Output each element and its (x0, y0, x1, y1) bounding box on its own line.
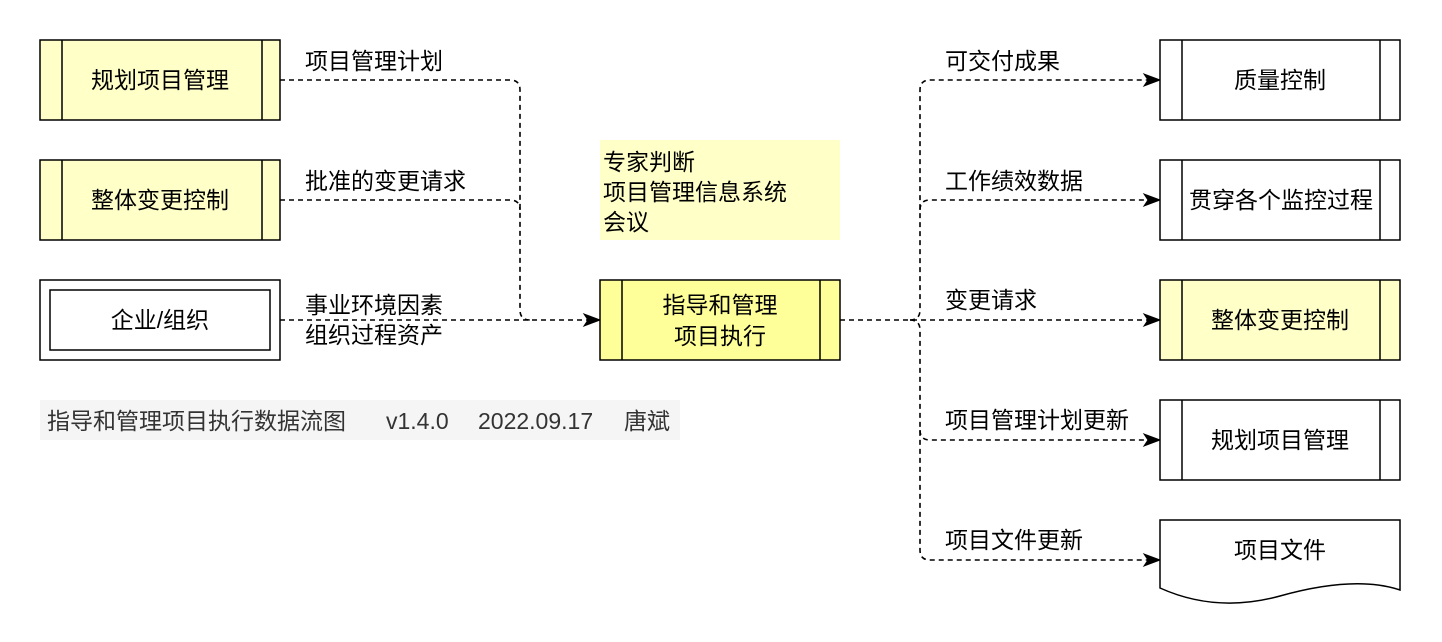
caption-version: v1.4.0 (386, 408, 449, 434)
flow-line-process-to-monitoring (919, 199, 1148, 211)
process-box (599, 279, 841, 361)
node-label: 整体变更控制 (91, 187, 229, 213)
node-label: 整体变更控制 (1211, 307, 1349, 333)
process-box (1159, 279, 1401, 361)
arrowhead-monitoring (1142, 192, 1162, 208)
document-shape (1159, 519, 1401, 604)
node-label: 贯穿各个监控过程 (1189, 187, 1373, 213)
tools-note-background (600, 140, 840, 240)
flow-line-integrated-change-to-process (280, 199, 521, 211)
flow-label-deliverables: 可交付成果 (945, 48, 1060, 74)
tool-item: 专家判断 (603, 149, 695, 175)
tool-item: 会议 (603, 209, 649, 235)
input-node-plan-management: 规划项目管理 (39, 39, 281, 121)
arrowhead-integrated-change (1142, 312, 1162, 328)
process-box (1159, 159, 1401, 241)
input-connectors (280, 79, 602, 328)
node-label: 规划项目管理 (1211, 427, 1349, 453)
arrowhead-quality-control (1142, 72, 1162, 88)
caption-date: 2022.09.17 (478, 408, 593, 434)
output-node-integrated-change-control: 整体变更控制 (1159, 279, 1401, 361)
process-label-line-2: 项目执行 (674, 323, 766, 349)
node-label: 质量控制 (1234, 67, 1326, 93)
output-node-quality-control: 质量控制 (1159, 39, 1401, 121)
process-box (1159, 399, 1401, 481)
caption-background (40, 400, 680, 440)
process-label-line-1: 指导和管理 (663, 292, 778, 318)
output-node-monitoring-processes: 贯穿各个监控过程 (1159, 159, 1401, 241)
diagram-caption: 指导和管理项目执行数据流图 v1.4.0 2022.09.17 唐斌 (40, 400, 680, 440)
flow-label-work-performance-data: 工作绩效数据 (945, 168, 1083, 194)
node-label: 企业/组织 (111, 307, 209, 333)
caption-author: 唐斌 (624, 408, 670, 434)
flow-label-plan-updates: 项目管理计划更新 (945, 407, 1129, 433)
process-box (1159, 39, 1401, 121)
process-box (39, 39, 281, 121)
arrowhead-into-process (582, 312, 602, 328)
node-label: 项目文件 (1234, 537, 1326, 563)
flow-line-process-to-plan-management (919, 429, 1148, 441)
central-process-direct-manage-execution: 指导和管理 项目执行 (599, 279, 841, 361)
node-label: 规划项目管理 (91, 67, 229, 93)
flow-label-enterprise-factors: 事业环境因素 (305, 292, 443, 318)
flow-line-process-to-quality-control (909, 79, 1148, 321)
flow-label-change-requests: 变更请求 (945, 287, 1037, 313)
flow-line-process-to-project-documents (909, 319, 1148, 561)
arrowhead-project-documents (1142, 552, 1162, 568)
input-node-integrated-change-control: 整体变更控制 (39, 159, 281, 241)
external-entity-inner-border (49, 289, 271, 351)
caption-title: 指导和管理项目执行数据流图 (47, 408, 346, 434)
flow-label-document-updates: 项目文件更新 (945, 527, 1083, 553)
tool-item: 项目管理信息系统 (603, 179, 787, 205)
flow-label-organizational-assets: 组织过程资产 (305, 322, 443, 348)
input-node-enterprise-organization: 企业/组织 (39, 279, 281, 361)
tools-techniques-note: 专家判断 项目管理信息系统 会议 (600, 140, 840, 240)
arrowhead-plan-management (1142, 432, 1162, 448)
process-box (39, 159, 281, 241)
output-node-plan-management: 规划项目管理 (1159, 399, 1401, 481)
flow-label-approved-change-requests: 批准的变更请求 (305, 168, 466, 194)
flow-label-project-management-plan: 项目管理计划 (305, 48, 443, 74)
flow-line-plan-management-to-process (280, 79, 531, 321)
output-node-project-documents: 项目文件 (1159, 519, 1401, 604)
output-connectors (840, 72, 1162, 568)
external-entity-outer-border (39, 279, 281, 361)
